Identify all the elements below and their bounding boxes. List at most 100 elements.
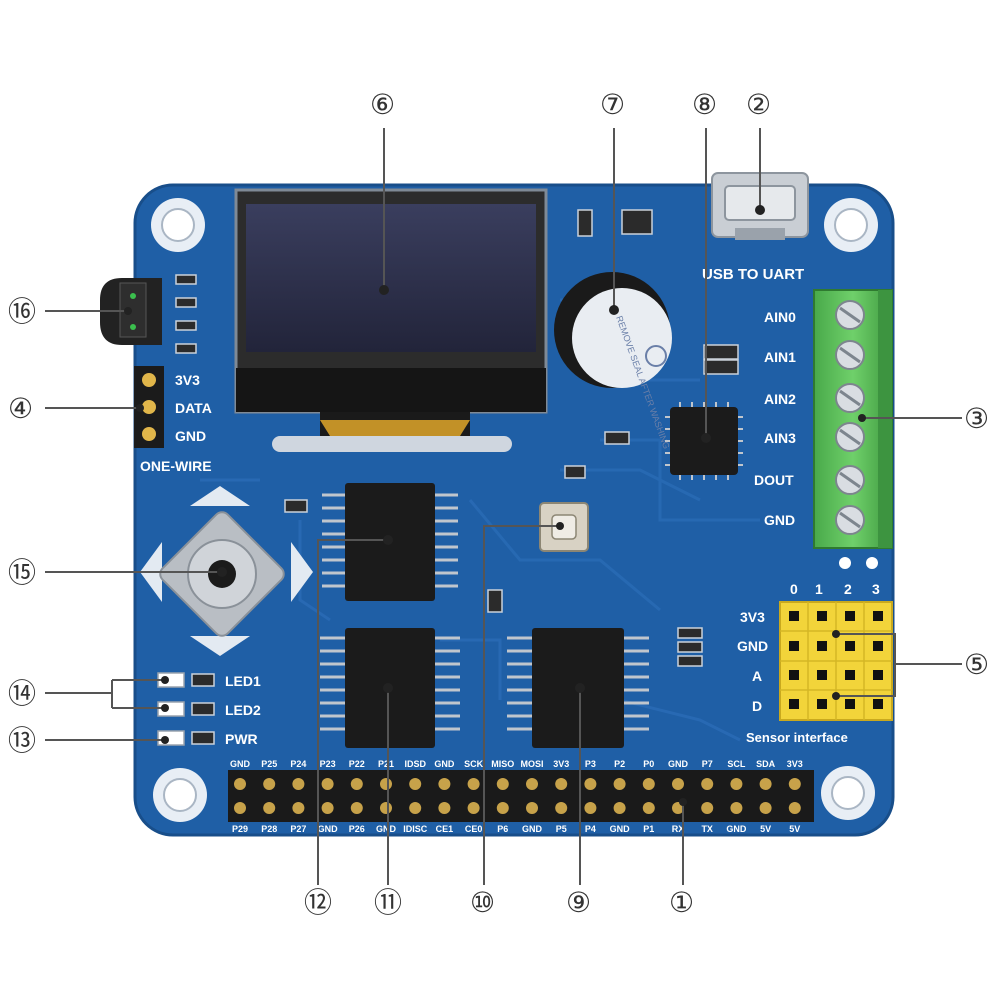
gpio-pin-bottom — [613, 802, 626, 814]
gpio-pin-top — [467, 778, 480, 790]
gpio-pin-top — [759, 778, 772, 790]
gpio-bottom-label: P4 — [585, 824, 596, 834]
gpio-bottom-label: GND — [318, 824, 339, 834]
gpio-top-label: P25 — [261, 759, 277, 769]
gpio-pin-bottom — [642, 802, 655, 814]
gpio-top-label: GND — [230, 759, 251, 769]
gpio-pin-top — [350, 778, 363, 790]
mount-hole-tr — [824, 198, 878, 252]
gpio-top-label: GND — [668, 759, 689, 769]
gpio-top-label: P2 — [614, 759, 625, 769]
sensor-col-0: 0 — [790, 581, 798, 597]
gpio-bottom-label: GND — [522, 824, 543, 834]
gpio-pin-top — [409, 778, 422, 790]
led2-label: LED2 — [225, 702, 261, 718]
gpio-pin-bottom — [788, 802, 801, 814]
gpio-top-label: P24 — [290, 759, 306, 769]
callout-4: ④ — [8, 392, 33, 425]
callout-5: ⑤ — [964, 648, 989, 681]
gpio-pin-bottom — [321, 802, 334, 814]
sensor-row-labels: 3V3 GND A D Sensor interface — [737, 609, 848, 745]
label-ain0: AIN0 — [764, 309, 796, 325]
gpio-pin-bottom — [409, 802, 422, 814]
led1-label: LED1 — [225, 673, 261, 689]
leds — [157, 672, 215, 746]
gpio-top-label: GND — [434, 759, 455, 769]
gpio-top-label: P21 — [378, 759, 394, 769]
gpio-pin-bottom — [438, 802, 451, 814]
sensor-row-a: A — [752, 668, 762, 684]
sensor-interface-label: Sensor interface — [746, 730, 848, 745]
gpio-pin-bottom — [234, 802, 246, 814]
gpio-top-label: MOSI — [520, 759, 543, 769]
gpio-pin-bottom — [350, 802, 363, 814]
label-gnd-terminal: GND — [764, 512, 795, 528]
gpio-pin-top — [730, 778, 743, 790]
gpio-bottom-label: IDISC — [403, 824, 428, 834]
mount-hole-bl — [153, 768, 207, 822]
gpio-pin-bottom — [730, 802, 743, 814]
callout-10: ⑩ — [470, 886, 495, 919]
callout-1: ① — [669, 886, 694, 919]
gpio-pin-bottom — [263, 802, 276, 814]
onewire-title: ONE-WIRE — [140, 458, 212, 474]
label-ain1: AIN1 — [764, 349, 796, 365]
sensor-column-labels: 0 1 2 3 — [790, 581, 880, 597]
onewire-data: DATA — [175, 400, 212, 416]
gpio-top-label: SCK — [464, 759, 484, 769]
mount-hole-br — [821, 766, 875, 820]
callout-leaders — [45, 128, 962, 885]
gpio-pin-bottom — [759, 802, 772, 814]
gpio-pin-bottom — [526, 802, 538, 814]
gpio-bottom-label: P1 — [643, 824, 654, 834]
gpio-bottom-label: P27 — [290, 824, 306, 834]
gpio-pin-top — [234, 778, 246, 790]
gpio-top-label: MISO — [491, 759, 514, 769]
terminal-block — [813, 289, 893, 569]
gpio-top-label: 3V3 — [787, 759, 803, 769]
callout-6: ⑥ — [370, 88, 395, 121]
gpio-pin-top — [613, 778, 626, 790]
callout-8: ⑧ — [692, 88, 717, 121]
label-ain2: AIN2 — [764, 391, 796, 407]
callout-11: ⑪ — [374, 886, 402, 919]
terminal-labels: AIN0 AIN1 AIN2 AIN3 DOUT GND — [754, 309, 796, 528]
gpio-bottom-label: CE0 — [465, 824, 483, 834]
gpio-bottom-label: P26 — [349, 824, 365, 834]
gpio-pin-top — [555, 778, 568, 790]
gpio-bottom-label: RX — [672, 824, 685, 834]
gpio-bottom-label: CE1 — [436, 824, 454, 834]
sensor-row-3v3: 3V3 — [740, 609, 765, 625]
gpio-pin-top — [292, 778, 305, 790]
sensor-col-1: 1 — [815, 581, 823, 597]
gpio-bottom-label: TX — [701, 824, 713, 834]
callout-14: ⑭ — [8, 677, 36, 710]
pwr-label: PWR — [225, 731, 258, 747]
gpio-bottom-label: P5 — [556, 824, 567, 834]
callout-9: ⑨ — [566, 886, 591, 919]
oled-display — [234, 188, 548, 452]
label-ain3: AIN3 — [764, 430, 796, 446]
gpio-pin-top — [380, 778, 392, 790]
sensor-row-d: D — [752, 698, 762, 714]
callout-12: ⑫ — [304, 886, 332, 919]
gpio-top-label: P23 — [320, 759, 336, 769]
gpio-pins — [234, 778, 801, 814]
gpio-pin-top — [584, 778, 597, 790]
gpio-top-label: SDA — [756, 759, 776, 769]
gpio-pin-bottom — [467, 802, 480, 814]
gpio-pin-top — [321, 778, 334, 790]
callout-2: ② — [746, 88, 771, 121]
onewire-labels: 3V3 DATA GND ONE-WIRE — [140, 372, 212, 474]
gpio-top-label: SCL — [727, 759, 746, 769]
gpio-top-label: P22 — [349, 759, 365, 769]
gpio-bottom-label: P6 — [497, 824, 508, 834]
gpio-pin-top — [701, 778, 714, 790]
label-dout: DOUT — [754, 472, 794, 488]
callout-16: ⑯ — [8, 295, 36, 328]
gpio-pin-bottom — [701, 802, 714, 814]
gpio-top-label: P0 — [643, 759, 654, 769]
gpio-bottom-label: 5V — [760, 824, 771, 834]
